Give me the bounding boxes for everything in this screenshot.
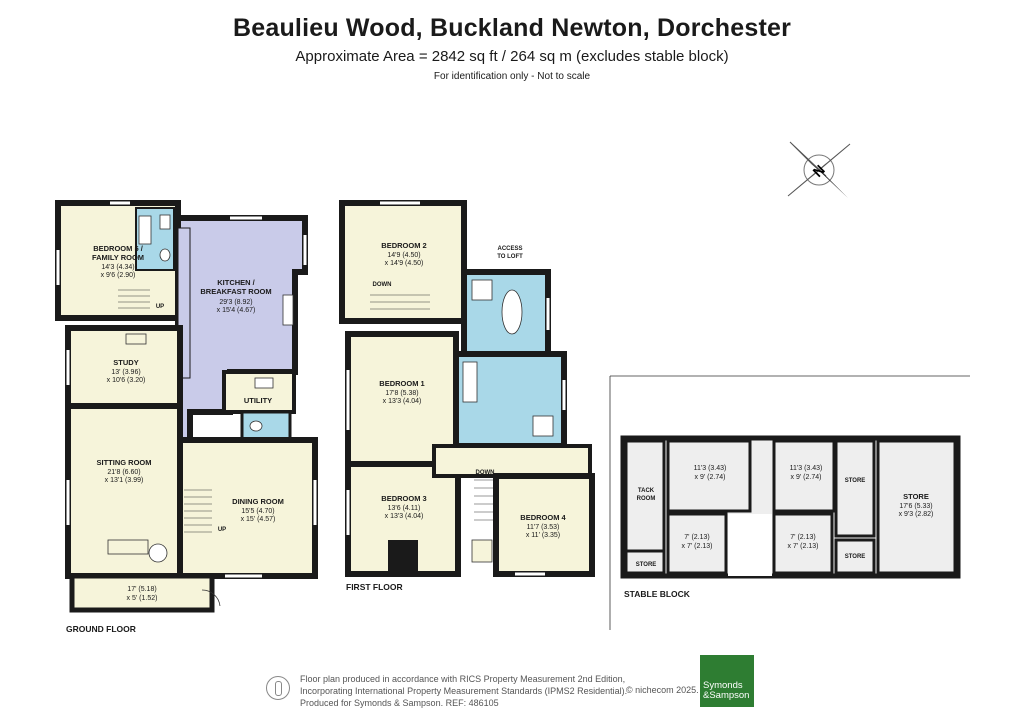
kitchen-name-2: BREAKFAST ROOM	[200, 287, 271, 296]
utility-name: UTILITY	[244, 396, 272, 405]
loft-access-1: ACCESS	[497, 246, 522, 252]
small2-dim-1: 7' (2.13)	[790, 534, 815, 541]
footer-notes: Floor plan produced in accordance with R…	[300, 673, 630, 709]
brand-line-1: Symonds	[703, 680, 743, 691]
bedroom2-dim-1: 14'9 (4.50)	[387, 252, 420, 259]
page-title: Beaulieu Wood, Buckland Newton, Dorchest…	[232, 14, 792, 42]
ground-up-label-1: UP	[156, 304, 164, 310]
footer-line-3: Produced for Symonds & Sampson. REF: 486…	[300, 698, 499, 708]
study-room	[65, 325, 183, 409]
bedroom1-dim-2: x 13'3 (4.04)	[383, 398, 422, 405]
ground-wc	[240, 410, 292, 442]
porch-room	[69, 573, 215, 613]
bedroom4-dim-2: x 11' (3.35)	[526, 532, 560, 539]
small2-dim-2: x 7' (2.13)	[788, 543, 819, 550]
study-name: STUDY	[113, 358, 138, 367]
landing	[432, 444, 592, 478]
bedroom4-name: BEDROOM 4	[520, 513, 566, 522]
bedroom3-name: BEDROOM 3	[381, 494, 426, 503]
porch-dim-1: 17' (5.18)	[127, 586, 156, 593]
ground-floor-label: GROUND FLOOR	[66, 624, 136, 634]
first-floor-label: FIRST FLOOR	[346, 582, 403, 592]
stable1-dim-1: 11'3 (3.43)	[694, 465, 727, 472]
copyright: © nichecom 2025.	[626, 685, 699, 695]
dining-dim-2: x 15' (4.57)	[241, 516, 276, 523]
ipms-person-icon	[266, 676, 290, 700]
ground-up-label-2: UP	[218, 527, 226, 533]
kitchen-dim-1: 29'3 (8.92)	[219, 299, 252, 306]
bedroom5-name-2: FAMILY ROOM	[92, 253, 144, 262]
dining-name: DINING ROOM	[232, 497, 284, 506]
first-down-label-1: DOWN	[373, 282, 392, 288]
stable-block-label: STABLE BLOCK	[624, 589, 691, 599]
stable-store-top: STORE	[845, 478, 866, 484]
stable-store-small: STORE	[636, 562, 657, 568]
brand-line-2: &Sampson	[703, 690, 750, 701]
kitchen-dim-2: x 15'4 (4.67)	[217, 307, 256, 314]
bedroom1-name: BEDROOM 1	[379, 379, 424, 388]
store-big-dim-1: 17'6 (5.33)	[899, 503, 932, 510]
stable2-dim-1: 11'3 (3.43)	[790, 465, 823, 472]
bedroom2-name: BEDROOM 2	[381, 241, 426, 250]
bedroom4-dim-1: 11'7 (3.53)	[527, 524, 560, 531]
store-big-dim-2: x 9'3 (2.82)	[899, 511, 934, 518]
stable2-dim-2: x 9' (2.74)	[791, 474, 822, 481]
sitting-dim-2: x 13'1 (3.99)	[105, 477, 144, 484]
dining-dim-1: 15'5 (4.70)	[241, 508, 274, 515]
footer-line-2: Incorporating International Property Mea…	[300, 686, 628, 696]
bedroom3-dim-2: x 13'3 (4.04)	[385, 513, 424, 520]
study-dim-1: 13' (3.96)	[111, 369, 140, 376]
porch-dim-2: x 5' (1.52)	[127, 595, 158, 602]
first-floor: ACCESS TO LOFT BEDROOM 2 14'9 (4.50) x 1…	[339, 200, 595, 592]
brand-logo: Symonds &Sampson	[700, 655, 754, 707]
stable-store-bottom: STORE	[845, 554, 866, 560]
bedroom2-room	[339, 200, 467, 324]
ground-floor: BEDROOM 5 / FAMILY ROOM 14'3 (4.34) x 9'…	[55, 200, 318, 634]
footer-line-1: Floor plan produced in accordance with R…	[300, 674, 626, 684]
bedroom5-dim-1: 14'3 (4.34)	[101, 264, 134, 271]
small1-dim-1: 7' (2.13)	[684, 534, 709, 541]
first-down-label-2: DOWN	[476, 470, 495, 476]
tack-room-2: ROOM	[637, 496, 656, 502]
stable-block: TACK ROOM STORE 11'3 (3.43) x 9' (2.74) …	[609, 375, 970, 630]
study-dim-2: x 10'6 (3.20)	[107, 377, 146, 384]
bedroom3-dim-1: 13'6 (4.11)	[388, 505, 421, 512]
sitting-dim-1: 21'8 (6.60)	[107, 469, 140, 476]
bedroom1-dim-1: 17'8 (5.38)	[385, 390, 418, 397]
identification-note: For identification only - Not to scale	[433, 71, 591, 82]
area-subtitle: Approximate Area = 2842 sq ft / 264 sq m…	[295, 48, 729, 65]
loft-access-2: TO LOFT	[497, 254, 523, 260]
sitting-name: SITTING ROOM	[97, 458, 152, 467]
bedroom5-dim-2: x 9'6 (2.90)	[101, 272, 136, 279]
compass-icon: N	[787, 141, 851, 198]
tack-room-1: TACK	[638, 488, 655, 494]
small1-dim-2: x 7' (2.13)	[682, 543, 713, 550]
bedroom2-dim-2: x 14'9 (4.50)	[385, 260, 424, 267]
kitchen-name-1: KITCHEN /	[217, 278, 255, 287]
stable1-dim-2: x 9' (2.74)	[695, 474, 726, 481]
store-big-name: STORE	[903, 492, 929, 501]
bedroom5-name-1: BEDROOM 5 /	[93, 244, 144, 253]
